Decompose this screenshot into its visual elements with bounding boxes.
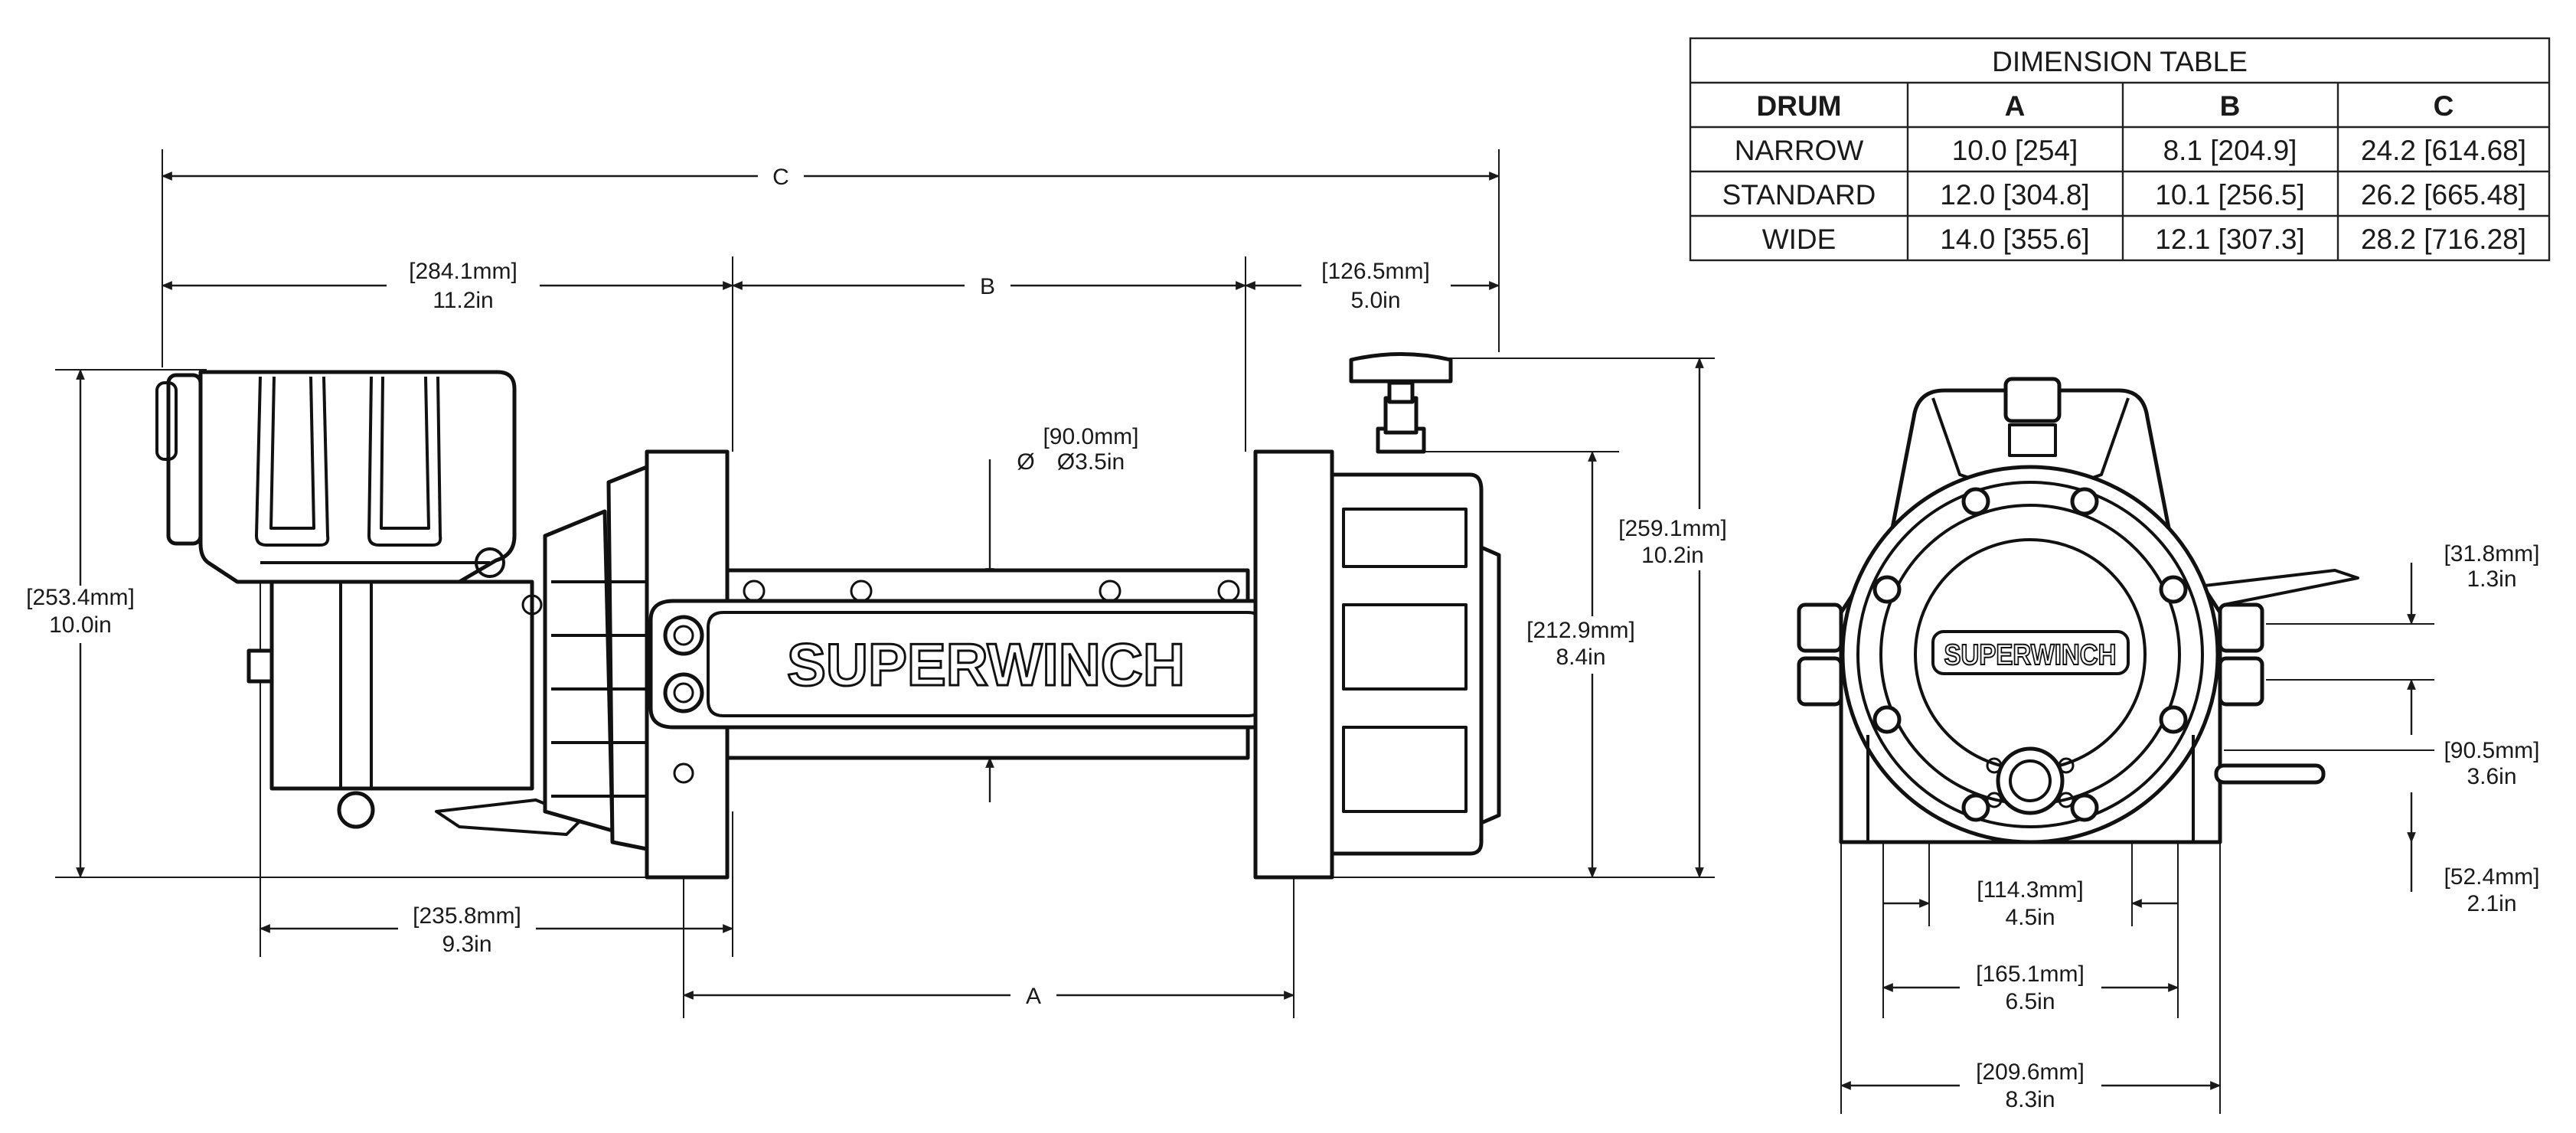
table-cell: 14.0 [355.6] — [1940, 224, 2089, 255]
dim-base-in: 9.3in — [442, 932, 491, 957]
table-header-3: C — [2434, 90, 2454, 122]
dim-motor-width-in: 11.2in — [433, 288, 494, 313]
winch-end-view: SUPERWINCH — [1797, 377, 2359, 844]
table-header-2: B — [2220, 90, 2241, 122]
dim-width-outer-in: 8.3in — [2005, 1087, 2055, 1112]
end-view-dimensions: [31.8mm] 1.3in [90.5mm] 3.6in [52.4mm] 2… — [1840, 541, 2540, 1114]
table-cell: 28.2 [716.28] — [2361, 224, 2526, 255]
dimension-table: DIMENSION TABLE DRUM A B C NARROW 10.0 [254] 8… — [1689, 37, 2551, 262]
dim-height-right-mm: [259.1mm] — [1618, 516, 1727, 541]
dim-height-left-in: 10.0in — [49, 612, 112, 638]
dim-width-inner-in: 4.5in — [2005, 905, 2055, 930]
table-cell: 10.1 [256.5] — [2155, 179, 2304, 211]
table-cell: 26.2 [665.48] — [2361, 179, 2526, 211]
dim-width-mid-in: 6.5in — [2005, 989, 2055, 1014]
table-cell: 12.0 [304.8] — [1940, 179, 2089, 211]
dim-motor-width-mm: [284.1mm] — [409, 259, 517, 284]
dim-bolt-spacing-in: 1.3in — [2467, 566, 2516, 592]
table-header-1: A — [2005, 90, 2026, 122]
dim-height-right-in: 10.2in — [1641, 543, 1704, 568]
table-cell: NARROW — [1735, 135, 1864, 166]
end-brand-logo: SUPERWINCH — [1944, 639, 2117, 671]
dim-label-a: A — [1026, 984, 1041, 1009]
dim-drum-diameter-mm: [90.0mm] — [1043, 424, 1138, 449]
table-cell: WIDE — [1762, 224, 1837, 255]
table-header-0: DRUM — [1757, 90, 1842, 122]
dim-height-center-mm: [90.5mm] — [2444, 738, 2539, 763]
table-title: DIMENSION TABLE — [1992, 46, 2248, 77]
table-cell: 8.1 [204.9] — [2163, 135, 2297, 166]
table-cell: 10.0 [254] — [1952, 135, 2078, 166]
table-cell: STANDARD — [1722, 179, 1876, 211]
table-cell: 24.2 [614.68] — [2361, 135, 2526, 166]
dim-label-b: B — [980, 274, 995, 299]
diameter-symbol: Ø — [1017, 449, 1034, 475]
dim-bottom-mm: [52.4mm] — [2444, 864, 2539, 890]
dim-bolt-spacing-mm: [31.8mm] — [2444, 541, 2539, 566]
dim-height-left-mm: [253.4mm] — [26, 585, 135, 610]
winch-side-view: SUPERWINCH — [155, 352, 1501, 880]
side-view-dimensions: C [284.1mm] 11.2in B [126.5mm] 5.0in [90… — [26, 149, 1727, 1018]
dim-end-width-mm: [126.5mm] — [1321, 259, 1430, 284]
table-cell: 12.1 [307.3] — [2155, 224, 2304, 255]
dim-width-outer-mm: [209.6mm] — [1976, 1060, 2085, 1085]
dim-height-inner-in: 8.4in — [1556, 645, 1605, 670]
dim-height-inner-mm: [212.9mm] — [1526, 618, 1635, 643]
dim-end-width-in: 5.0in — [1350, 288, 1400, 313]
dim-label-c: C — [772, 165, 789, 190]
side-brand-logo: SUPERWINCH — [787, 631, 1185, 698]
dim-bottom-in: 2.1in — [2467, 891, 2516, 916]
dim-drum-diameter-in: Ø3.5in — [1057, 449, 1125, 475]
dim-base-mm: [235.8mm] — [413, 903, 521, 929]
dim-width-inner-mm: [114.3mm] — [1977, 877, 2084, 903]
dim-height-center-in: 3.6in — [2467, 764, 2516, 789]
dim-width-mid-mm: [165.1mm] — [1976, 962, 2085, 987]
